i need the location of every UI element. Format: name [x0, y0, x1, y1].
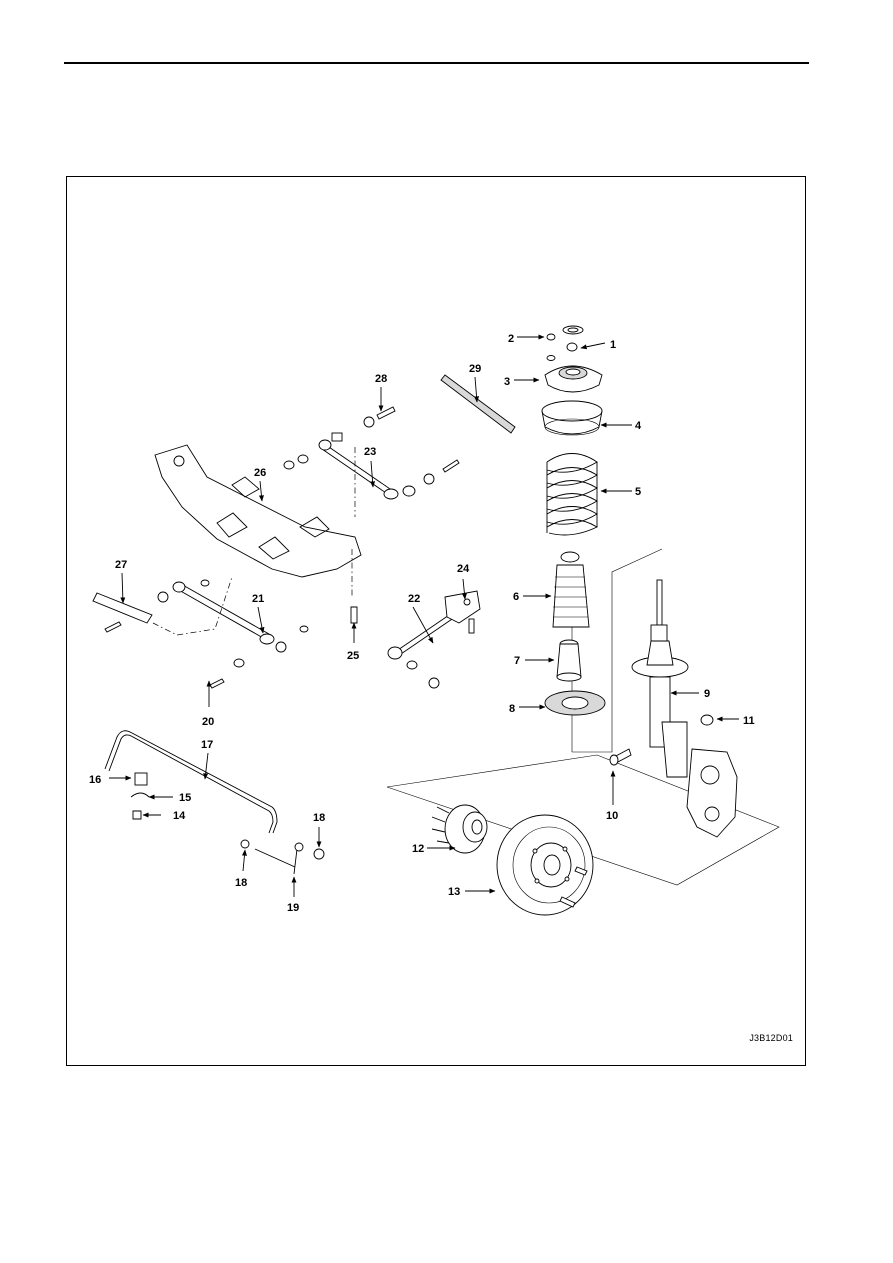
callout-28: 28 [375, 373, 387, 385]
callout-14: 14 [173, 810, 186, 822]
callout-11: 11 [743, 715, 755, 727]
callout-25: 25 [347, 650, 359, 662]
callout-12: 12 [412, 843, 424, 855]
callout-6: 6 [513, 591, 519, 603]
callout-18b: 18 [235, 877, 247, 889]
callout-13: 13 [448, 886, 460, 898]
callout-18a: 18 [313, 812, 325, 824]
trailing-link-22 [387, 590, 481, 689]
header-rule [64, 62, 809, 64]
callout-19: 19 [287, 902, 299, 914]
callout-2: 2 [508, 333, 514, 345]
callout-4: 4 [635, 420, 642, 432]
callout-9: 9 [704, 688, 710, 700]
callout-17: 17 [201, 739, 213, 751]
callout-1: 1 [610, 339, 616, 351]
callout-16: 16 [89, 774, 101, 786]
callout-24: 24 [457, 563, 470, 575]
hub-rotor-group [431, 804, 594, 916]
strut-group [386, 325, 780, 886]
callout-15: 15 [179, 792, 191, 804]
coil-spring [546, 453, 598, 536]
stabilizer-bar-group [104, 730, 325, 875]
exploded-view-drawing: 1 2 3 4 5 6 7 8 9 10 11 12 13 14 15 16 1… [89, 325, 780, 916]
callout-leaders [109, 334, 739, 897]
exploded-view-figure: 1 2 3 4 5 6 7 8 9 10 11 12 13 14 15 16 1… [66, 176, 806, 1066]
lateral-link-21 [92, 576, 309, 689]
callout-26: 26 [254, 467, 266, 479]
seal-strip [440, 374, 516, 434]
lateral-link-23 [283, 406, 460, 500]
callout-27: 27 [115, 559, 127, 571]
callout-29: 29 [469, 363, 481, 375]
figure-code: J3B12D01 [749, 1033, 793, 1043]
callout-3: 3 [504, 376, 510, 388]
callout-22: 22 [408, 593, 420, 605]
callout-5: 5 [635, 486, 641, 498]
callout-23: 23 [364, 446, 376, 458]
callout-8: 8 [509, 703, 515, 715]
callout-21: 21 [252, 593, 264, 605]
callout-20: 20 [202, 716, 214, 728]
crossmember-group [154, 444, 362, 597]
callout-10: 10 [606, 810, 618, 822]
callout-7: 7 [514, 655, 520, 667]
